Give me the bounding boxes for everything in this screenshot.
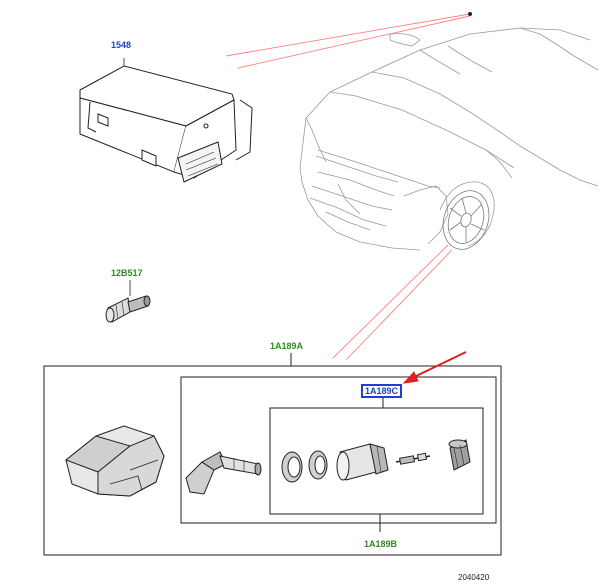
seal-kit-frame [269,407,484,532]
module-location-dot [468,12,472,16]
sensor-leader-lines [332,244,453,361]
seal-rings-drawing [281,450,328,483]
vehicle-wheel [442,190,490,250]
sensor-kit-frame [43,353,502,556]
callout-1548[interactable]: 1548 [111,40,132,50]
callout-1a189a[interactable]: 1A189A [270,341,304,351]
cylinder-nut-drawing [336,443,389,481]
valve-kit-frame [180,376,497,524]
valve-core-drawing [395,452,431,465]
tpms-sensor-housing-drawing [65,425,165,497]
valve-nut-drawing [105,280,151,323]
callout-1a189b[interactable]: 1A189B [364,539,398,549]
highlight-arrow-icon [402,351,467,384]
control-module-drawing [79,58,253,183]
figure-number: 2040420 [458,573,490,582]
valve-stem-drawing [185,451,262,495]
callout-12b517[interactable]: 12B517 [111,268,143,278]
vehicle-outline [299,27,599,251]
valve-cap-drawing [448,439,471,471]
module-leader-lines [225,13,471,69]
callout-1a189c[interactable]: 1A189C [361,384,403,398]
